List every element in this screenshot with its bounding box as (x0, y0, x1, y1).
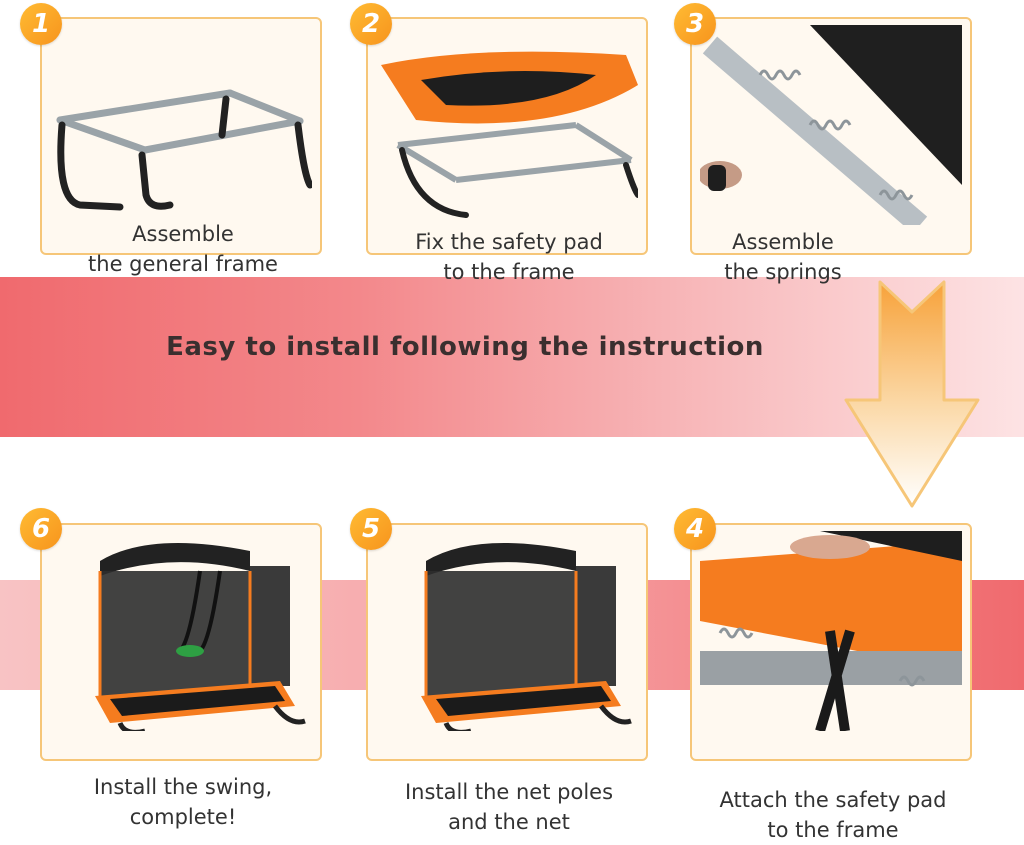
step-caption-4: Attach the safety pad to the frame (719, 788, 947, 842)
step-badge-1: 1 (20, 3, 62, 45)
down-arrow-icon (844, 280, 980, 508)
step-badge-2: 2 (350, 3, 392, 45)
step-badge-4: 4 (674, 508, 716, 550)
step-caption-6: Install the swing, complete! (93, 775, 273, 829)
step-badge-5: 5 (350, 508, 392, 550)
step-badge-3: 3 (674, 3, 716, 45)
step-card-5: Install the net poles and the net (366, 523, 648, 834)
step-badge-6: 6 (20, 508, 62, 550)
springs-image (700, 25, 962, 225)
step-card-2: Fix the safety pad to the frame (366, 17, 648, 284)
step-card-6: Install the swing, complete! (40, 523, 322, 829)
step-card-4: Attach the safety pad to the frame (690, 523, 972, 842)
step-card-3: Assemble the springs (690, 17, 972, 284)
trampoline-swing-image (95, 543, 306, 731)
step-caption-1: Assemble the general frame (88, 222, 278, 276)
safety-pad-image (381, 51, 638, 218)
attach-pad-image (700, 531, 962, 731)
trampoline-net-image (421, 543, 632, 731)
step-caption-2: Fix the safety pad to the frame (415, 230, 603, 284)
step-card-1: Assemble the general frame (40, 17, 322, 276)
step-caption-3: Assemble the springs (724, 230, 842, 284)
headline: Easy to install following the instructio… (166, 332, 764, 362)
step-caption-5: Install the net poles and the net (404, 780, 614, 834)
frame-image (56, 89, 312, 211)
